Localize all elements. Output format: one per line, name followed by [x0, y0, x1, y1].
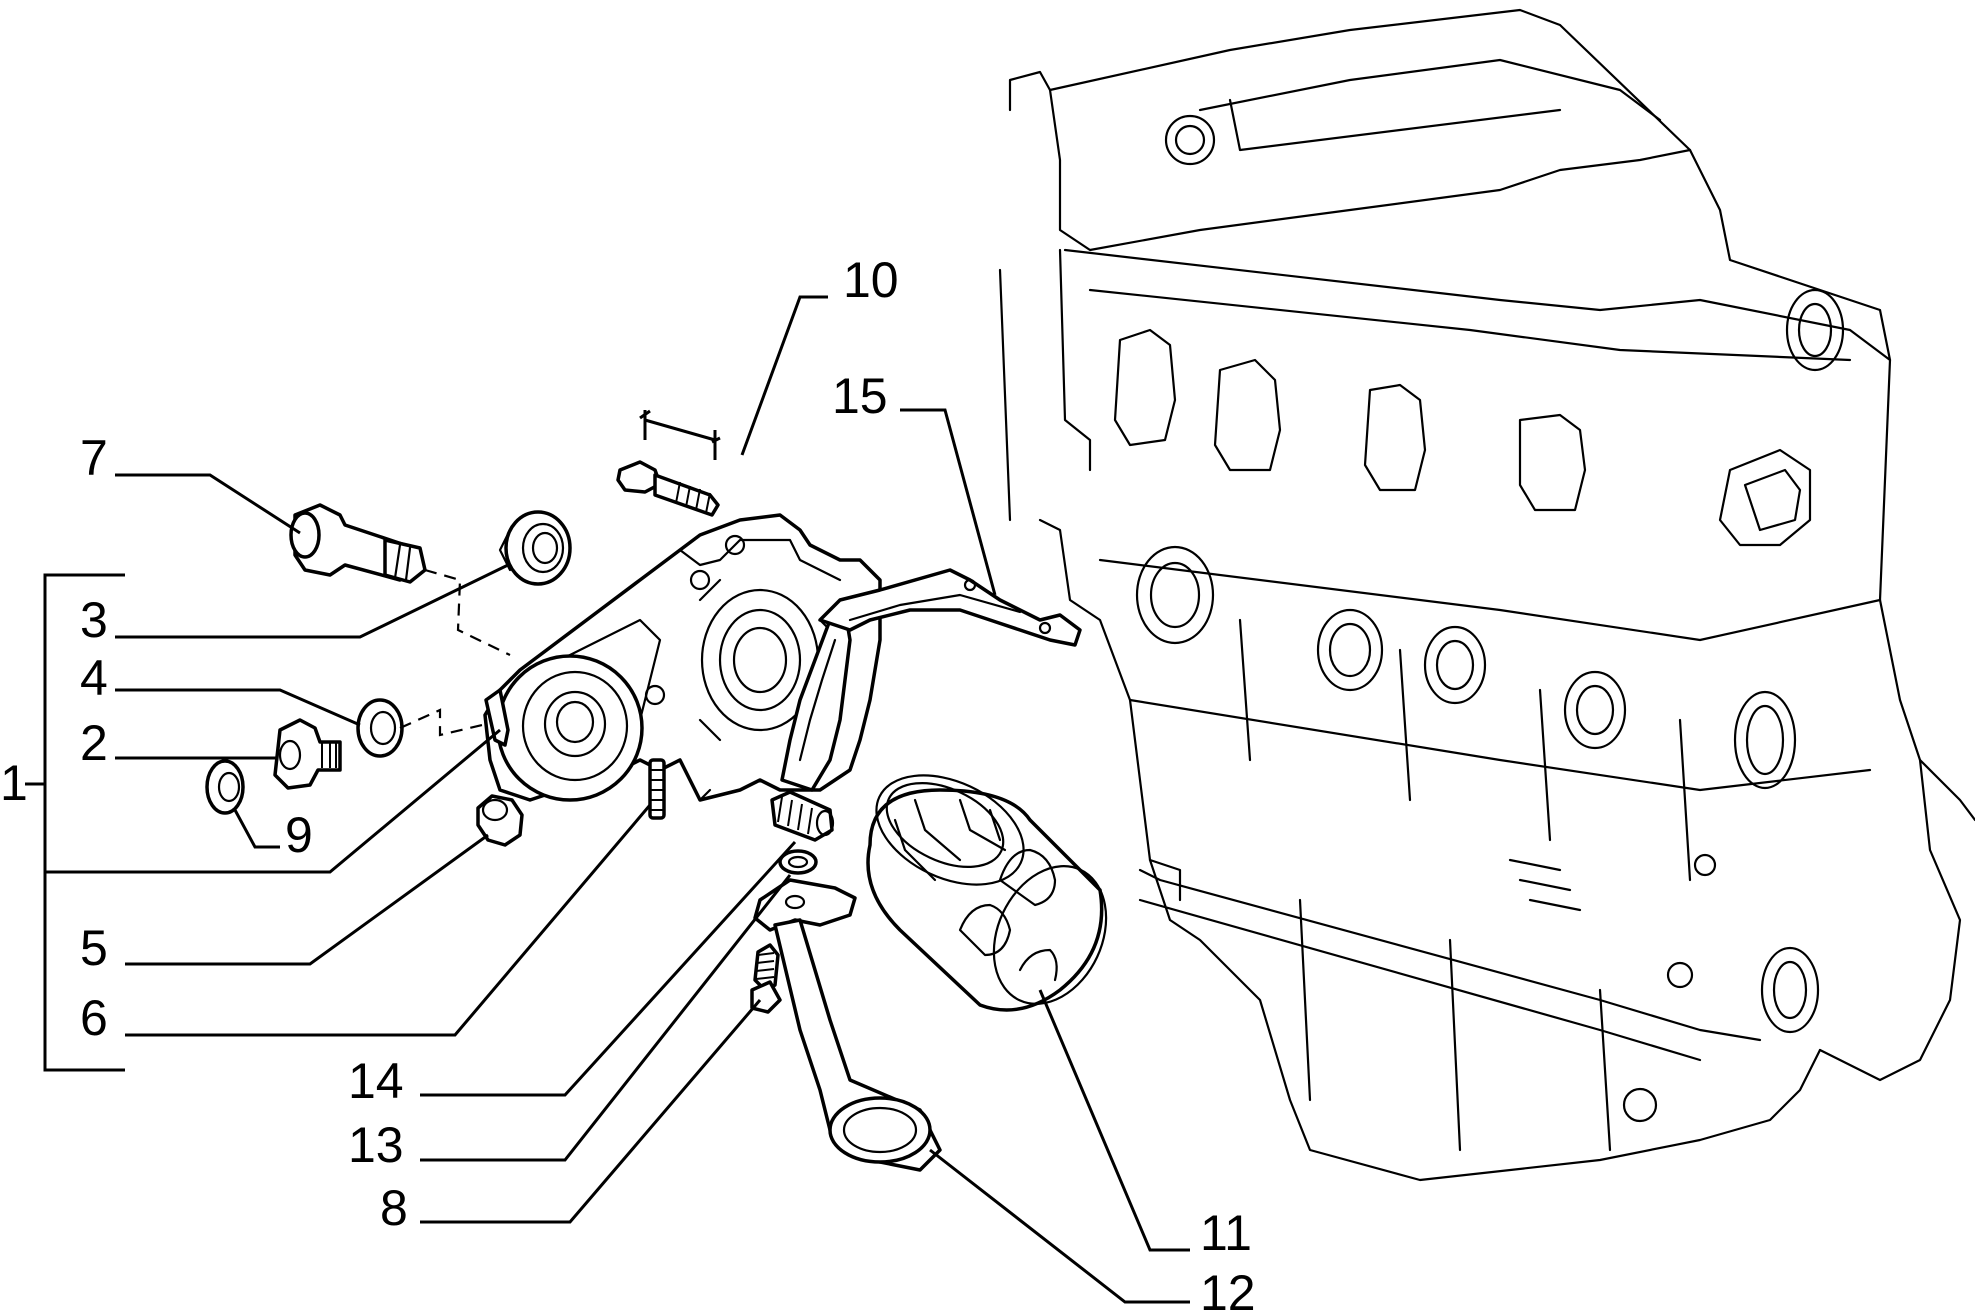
washer-4: [356, 698, 404, 758]
stud-6: [648, 758, 666, 820]
leader-14: [420, 840, 797, 1097]
cover-gasket: [780, 568, 1082, 792]
plug-2: [273, 718, 342, 790]
callout-6: 6: [80, 990, 108, 1046]
union-14: [770, 790, 835, 842]
leader-13: [420, 874, 792, 1162]
oil-filter-11: [866, 774, 1108, 1012]
leader-8: [420, 999, 762, 1224]
leader-10: [740, 295, 828, 456]
callout-7: 7: [80, 430, 108, 486]
callout-13: 13: [348, 1117, 404, 1173]
engine-block: [998, 8, 1975, 1182]
oil-seal: [498, 510, 572, 586]
callout-5: 5: [80, 920, 108, 976]
callout-4: 4: [80, 650, 108, 706]
oil-pressure-switch: [289, 503, 427, 584]
bolt-8: [750, 943, 782, 1014]
callout-12: 12: [1200, 1265, 1256, 1314]
front-seal-ring: [484, 654, 644, 802]
leader-12: [929, 1148, 1190, 1304]
callout-2: 2: [80, 715, 108, 771]
bolt-10: [616, 409, 721, 517]
seal-ring-9: [205, 759, 245, 815]
leader-lines: [115, 295, 1190, 1304]
leader-5: [125, 833, 489, 966]
plug-5: [476, 794, 524, 847]
leader-7: [115, 473, 301, 535]
callout-3: 3: [80, 592, 108, 648]
group-bracket: [25, 573, 501, 1072]
callout-10: 10: [843, 252, 899, 308]
callout-labels: 1 7 3 4 2 9 5 6 10 15 14 13 8 11 12: [0, 252, 1256, 1314]
o-ring-13: [778, 849, 818, 875]
leader-3: [115, 563, 509, 639]
callout-15: 15: [832, 368, 888, 424]
oil-pickup-12: [753, 878, 942, 1172]
callout-14: 14: [348, 1053, 404, 1109]
callout-1: 1: [0, 755, 28, 811]
leader-6: [125, 804, 652, 1037]
callout-9: 9: [285, 807, 313, 863]
leader-4: [115, 688, 361, 727]
callout-8: 8: [380, 1180, 408, 1236]
leader-11: [1038, 989, 1190, 1252]
assembly-lines: [399, 568, 511, 737]
leader-9: [233, 809, 280, 849]
callout-11: 11: [1200, 1205, 1252, 1261]
leader-15: [900, 408, 997, 596]
